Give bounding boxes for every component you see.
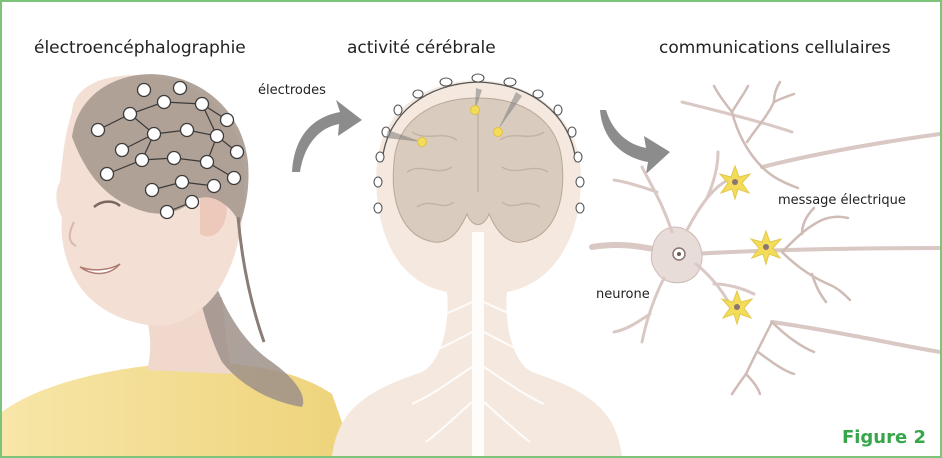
title-eeg: électroencéphalographie	[34, 38, 246, 58]
synapse-spark-2-icon	[751, 231, 781, 264]
brain-activity-illustration	[332, 74, 622, 456]
arrow-2-icon	[600, 110, 670, 174]
figure-label: Figure 2	[842, 427, 926, 448]
label-electrodes: électrodes	[258, 83, 326, 98]
label-neuron: neurone	[596, 287, 650, 302]
spine	[472, 232, 484, 456]
label-electrical-message: message électrique	[778, 193, 906, 208]
arrow-1-icon	[292, 100, 362, 172]
eeg-head-illustration	[2, 74, 354, 456]
neuron-illustration	[592, 82, 940, 394]
shirt	[2, 362, 354, 456]
title-cell-communications: communications cellulaires	[659, 38, 891, 58]
title-brain-activity: activité cérébrale	[347, 38, 496, 58]
